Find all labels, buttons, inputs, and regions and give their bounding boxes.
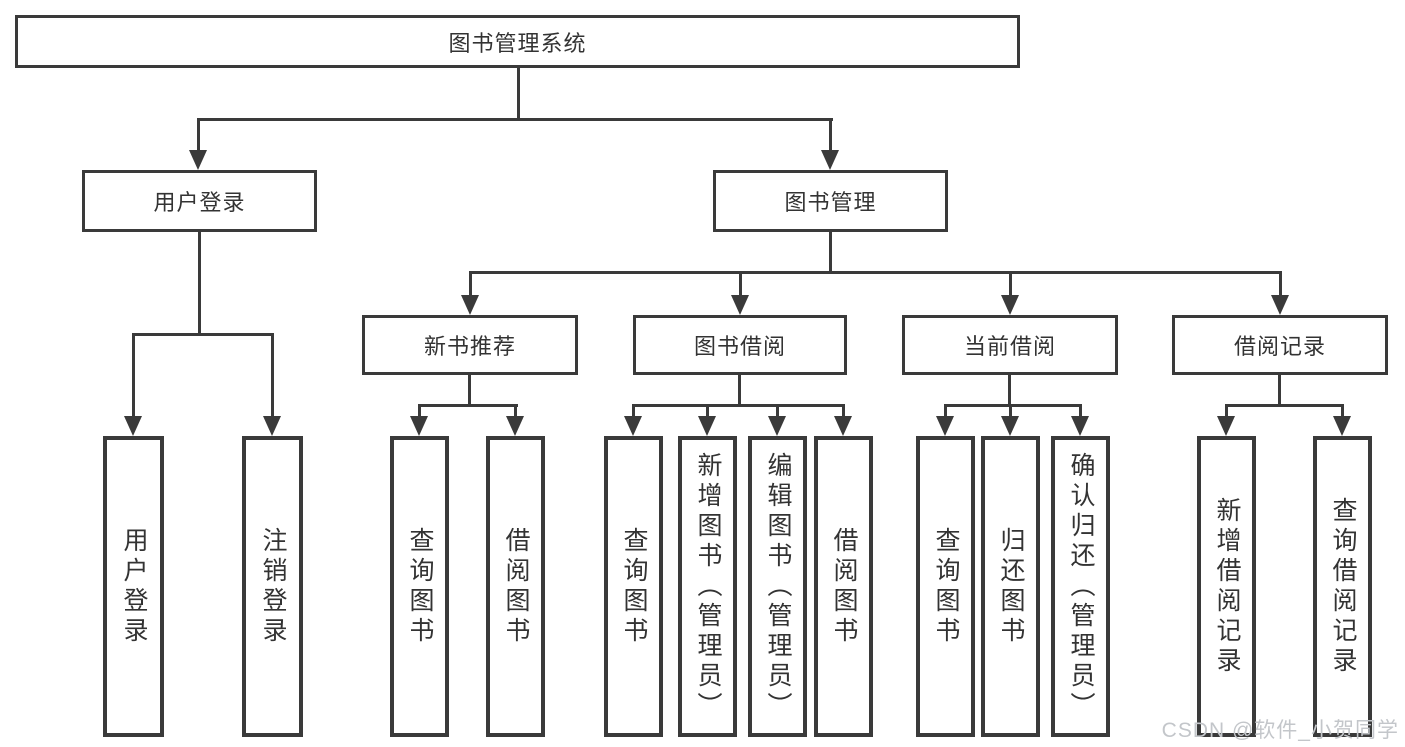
- node-new-book-recommend: 新书推荐: [362, 315, 578, 375]
- arrow-to-records-add: [1217, 416, 1235, 436]
- leaf-records-query-record-label: 查询借阅记录: [1329, 496, 1357, 677]
- arrow-to-records-query: [1333, 416, 1351, 436]
- connector-current-hline: [944, 404, 1082, 407]
- connector-book-management-vline: [829, 232, 832, 274]
- arrow-to-borrowing-add: [698, 416, 716, 436]
- arrow-to-leaf-user-login: [124, 416, 142, 436]
- leaf-borrowing-borrow-books-label: 借阅图书: [830, 526, 858, 647]
- node-book-borrowing-label: 图书借阅: [693, 334, 786, 359]
- leaf-borrowing-add-books-admin-label: 新增图书（管理员）: [694, 451, 722, 722]
- connector-stem-current-query: [944, 404, 947, 418]
- leaf-current-return-books: 归还图书: [981, 436, 1040, 737]
- leaf-current-query-books-label: 查询图书: [932, 526, 960, 647]
- connector-user-login-hline: [132, 333, 274, 336]
- leaf-user-login-label: 用户登录: [120, 526, 148, 647]
- connector-records-hline: [1225, 404, 1344, 407]
- connector-stem-book-borrowing: [739, 271, 742, 297]
- leaf-recommend-query-books: 查询图书: [390, 436, 449, 737]
- leaf-logout: 注销登录: [242, 436, 303, 737]
- arrow-to-current-confirm: [1071, 416, 1089, 436]
- connector-user-login-vline: [198, 232, 201, 336]
- leaf-recommend-borrow-books-label: 借阅图书: [502, 526, 530, 647]
- arrow-to-current-query: [936, 416, 954, 436]
- node-book-management-system-label: 图书管理系统: [448, 30, 587, 56]
- leaf-borrowing-query-books: 查询图书: [604, 436, 663, 737]
- connector-stem-borrowing-records: [1279, 271, 1282, 297]
- leaf-records-add-record: 新增借阅记录: [1197, 436, 1256, 737]
- connector-stem-current-confirm: [1079, 404, 1082, 418]
- connector-stem-borrowing-borrow: [842, 404, 845, 418]
- connector-current-vline: [1008, 375, 1011, 407]
- arrow-to-user-login: [189, 150, 207, 170]
- arrow-to-borrowing-edit: [768, 416, 786, 436]
- arrow-to-new-book-recommend: [461, 295, 479, 315]
- node-current-borrowing-label: 当前借阅: [963, 334, 1056, 359]
- leaf-borrowing-edit-books-admin-label: 编辑图书（管理员）: [764, 451, 792, 722]
- connector-stem-leaf-logout: [271, 333, 274, 418]
- connector-borrowing-hline: [632, 404, 844, 407]
- arrow-to-recommend-query: [410, 416, 428, 436]
- arrow-to-borrowing-query: [624, 416, 642, 436]
- arrow-to-borrowing-borrow: [834, 416, 852, 436]
- connector-stem-book-management: [829, 118, 832, 152]
- leaf-current-return-books-label: 归还图书: [997, 526, 1025, 647]
- leaf-current-confirm-return-admin: 确认归还（管理员）: [1051, 436, 1110, 737]
- leaf-recommend-borrow-books: 借阅图书: [486, 436, 545, 737]
- node-new-book-recommend-label: 新书推荐: [423, 334, 516, 359]
- leaf-logout-label: 注销登录: [259, 526, 287, 647]
- leaf-borrowing-query-books-label: 查询图书: [620, 526, 648, 647]
- node-user-login-label: 用户登录: [153, 190, 246, 215]
- connector-stem-recommend-borrow: [514, 404, 517, 418]
- connector-borrowing-vline: [738, 375, 741, 407]
- connector-book-management-hline: [469, 271, 1282, 274]
- node-user-login: 用户登录: [82, 170, 317, 232]
- csdn-watermark: CSDN @软件_小贺同学: [1161, 719, 1399, 742]
- leaf-current-confirm-return-admin-label: 确认归还（管理员）: [1067, 451, 1095, 722]
- connector-stem-recommend-query: [418, 404, 421, 418]
- connector-stem-borrowing-edit: [776, 404, 779, 418]
- connector-stem-records-add: [1225, 404, 1228, 418]
- connector-root-hline: [197, 118, 833, 121]
- node-book-management: 图书管理: [713, 170, 948, 232]
- leaf-records-add-record-label: 新增借阅记录: [1213, 496, 1241, 677]
- arrow-to-borrowing-records: [1271, 295, 1289, 315]
- arrow-to-book-management: [821, 150, 839, 170]
- connector-recommend-vline: [468, 375, 471, 407]
- leaf-current-query-books: 查询图书: [916, 436, 975, 737]
- node-borrowing-records: 借阅记录: [1172, 315, 1388, 375]
- connector-stem-current-borrowing: [1009, 271, 1012, 297]
- arrow-to-current-return: [1001, 416, 1019, 436]
- connector-records-vline: [1278, 375, 1281, 407]
- connector-stem-current-return: [1009, 404, 1012, 418]
- node-current-borrowing: 当前借阅: [902, 315, 1118, 375]
- connector-stem-user-login: [197, 118, 200, 152]
- leaf-recommend-query-books-label: 查询图书: [406, 526, 434, 647]
- arrow-to-current-borrowing: [1001, 295, 1019, 315]
- leaf-records-query-record: 查询借阅记录: [1313, 436, 1372, 737]
- node-book-management-system: 图书管理系统: [15, 15, 1020, 68]
- leaf-user-login: 用户登录: [103, 436, 164, 737]
- leaf-borrowing-add-books-admin: 新增图书（管理员）: [678, 436, 737, 737]
- connector-stem-borrowing-add: [706, 404, 709, 418]
- node-borrowing-records-label: 借阅记录: [1233, 334, 1326, 359]
- connector-stem-records-query: [1341, 404, 1344, 418]
- connector-recommend-hline: [418, 404, 518, 407]
- arrow-to-leaf-logout: [263, 416, 281, 436]
- leaf-borrowing-borrow-books: 借阅图书: [814, 436, 873, 737]
- arrow-to-book-borrowing: [731, 295, 749, 315]
- arrow-to-recommend-borrow: [506, 416, 524, 436]
- node-book-management-label: 图书管理: [784, 190, 877, 215]
- connector-stem-new-book-recommend: [469, 271, 472, 297]
- node-book-borrowing: 图书借阅: [633, 315, 847, 375]
- leaf-borrowing-edit-books-admin: 编辑图书（管理员）: [748, 436, 807, 737]
- connector-root-vline: [517, 68, 520, 120]
- connector-stem-leaf-user-login: [132, 333, 135, 418]
- connector-stem-borrowing-query: [632, 404, 635, 418]
